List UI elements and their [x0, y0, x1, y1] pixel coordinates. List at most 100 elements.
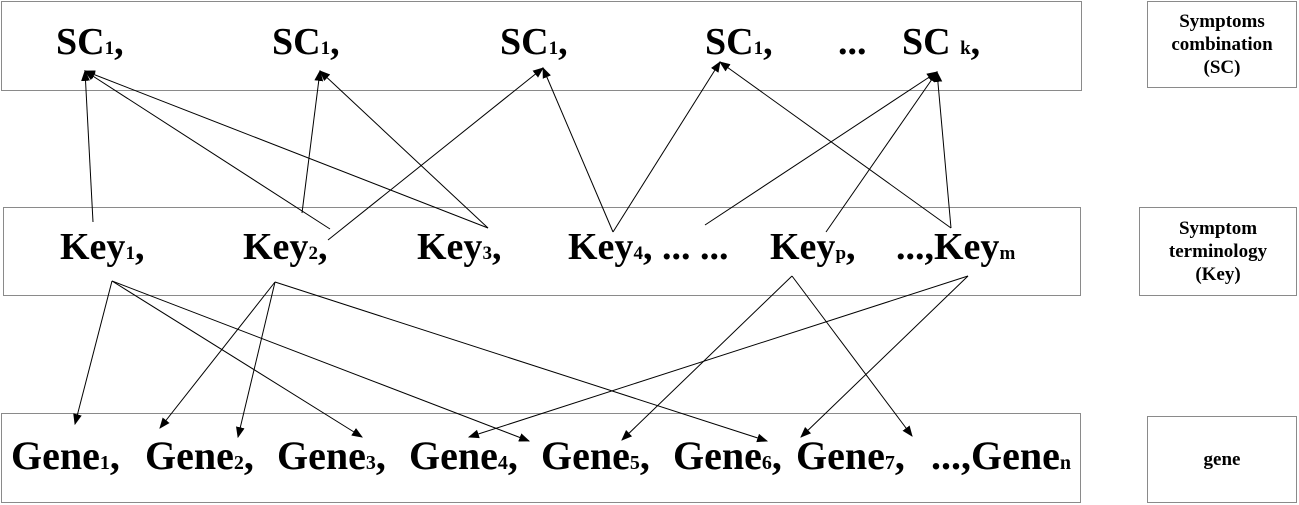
key-node-suffix: ,	[317, 226, 328, 268]
gene-node-base: Gene	[409, 433, 498, 478]
sc-node-base: SC	[500, 21, 549, 63]
gene-node-sub: 2	[233, 452, 244, 474]
gene-node-suffix: ,	[109, 433, 120, 478]
gene-node-suffix: ,	[639, 433, 650, 478]
sc-node-base: SC	[272, 21, 321, 63]
key-label-line2: terminology	[1168, 241, 1268, 262]
key-node-base: Key	[417, 226, 483, 268]
arrow-key4-to-sc1d	[612, 61, 721, 233]
sc-node-sub: 1	[104, 38, 115, 59]
key-node-base: Key	[934, 226, 1000, 268]
key-node-1: Key1,	[60, 225, 144, 269]
key-node-sub: m	[999, 243, 1016, 264]
gene-node-base: Gene	[971, 433, 1060, 478]
key-node-2: Key2,	[243, 225, 327, 269]
arrow-key3-to-sc1a	[83, 70, 489, 229]
arrow-key4-to-sck	[704, 71, 938, 226]
sc-node-base: ...	[838, 21, 867, 63]
gene-node-suffix: ,	[375, 433, 386, 478]
gene-node-sub: 1	[99, 452, 110, 474]
arrow-key1-to-gene1	[73, 280, 113, 426]
sc-node-base: SC	[902, 21, 961, 63]
key-node-p: Keyp,	[770, 225, 856, 269]
arrow-key2-to-gene6	[274, 281, 769, 443]
gene-node-base: Gene	[277, 433, 366, 478]
sc-ellipsis: ...	[838, 20, 867, 64]
sc-layer-label: Symptoms combination (SC)	[1147, 1, 1297, 88]
sc-node-1a: SC1,	[56, 20, 124, 64]
sc-node-base: SC	[56, 21, 105, 63]
sc-node-1b: SC1,	[272, 20, 340, 64]
sc-node-sub: 1	[753, 38, 764, 59]
key-label-line1: Symptom	[1178, 218, 1258, 239]
gene-node-sub: 5	[629, 452, 640, 474]
key-layer-label: Symptom terminology (Key)	[1139, 207, 1297, 296]
sc-label-line2: combination	[1171, 34, 1273, 55]
gene-node-7: Gene7,	[796, 432, 905, 479]
arrow-key2-to-sc1c	[327, 67, 544, 241]
key-node-suffix: ,	[846, 226, 856, 268]
gene-node-base: Gene	[145, 433, 234, 478]
gene-node-sub: 3	[365, 452, 376, 474]
key-node-suffix: , ... ...	[642, 226, 729, 268]
key-node-base: Key	[770, 226, 836, 268]
key-node-sub: 4	[633, 243, 643, 264]
sc-node-suffix: ,	[558, 21, 568, 63]
arrow-keym-to-sc1d	[719, 61, 952, 229]
gene-node-sub: 4	[497, 452, 508, 474]
sc-node-suffix: ,	[763, 21, 773, 63]
key-node-m: ...,Keym	[896, 225, 1015, 269]
gene-node-4: Gene4,	[409, 432, 518, 479]
gene-layer-label: gene	[1147, 416, 1297, 503]
sc-node-suffix: ,	[114, 21, 124, 63]
arrow-key1-to-gene5	[111, 280, 531, 442]
key-node-suffix: ,	[491, 226, 502, 268]
key-node-sub: 1	[125, 243, 135, 264]
gene-node-prefix: ...,	[931, 433, 971, 478]
arrow-key2-to-gene2	[159, 281, 276, 429]
sc-node-1c: SC1,	[500, 20, 568, 64]
key-node-sub: 3	[482, 243, 492, 264]
key-node-sub: 2	[308, 243, 318, 264]
gene-node-sub: 7	[884, 452, 895, 474]
gene-node-n: ...,Genen	[931, 432, 1071, 479]
key-node-4: Key4, ... ...	[568, 225, 728, 269]
gene-node-base: Gene	[673, 433, 762, 478]
arrow-key2-to-sc1b	[301, 69, 324, 214]
gene-layer-band	[1, 413, 1081, 503]
gene-node-base: Gene	[796, 433, 885, 478]
gene-node-sub: n	[1059, 452, 1071, 474]
arrow-key1-to-gene3	[111, 280, 363, 438]
arrow-key2-to-gene2b	[236, 281, 276, 439]
sc-node-sub: 1	[320, 38, 331, 59]
sc-label-line3: (SC)	[1203, 57, 1241, 78]
arrow-keyp-to-gene7	[791, 275, 913, 437]
sc-node-sub: k	[960, 38, 971, 59]
arrow-keym-to-gene4	[467, 275, 969, 439]
arrow-key1-to-sc1a	[81, 69, 94, 223]
key-node-base: Key	[60, 226, 126, 268]
sc-node-suffix: ,	[330, 21, 340, 63]
key-node-base: Key	[568, 226, 634, 268]
key-node-3: Key3,	[417, 225, 501, 269]
arrow-keyp-to-sck	[825, 71, 938, 233]
key-node-suffix: ,	[134, 226, 145, 268]
gene-node-suffix: ,	[507, 433, 518, 478]
gene-node-1: Gene1,	[11, 432, 120, 479]
gene-node-suffix: ,	[894, 433, 905, 478]
arrow-keym-to-gene6b	[800, 275, 969, 438]
sc-node-base: SC	[705, 21, 754, 63]
arrow-keyp-to-gene5	[621, 275, 793, 441]
sc-node-k: SC k,	[902, 20, 980, 64]
gene-node-sub: 6	[761, 452, 772, 474]
gene-node-suffix: ,	[771, 433, 782, 478]
gene-node-3: Gene3,	[277, 432, 386, 479]
arrow-keym-to-sck	[933, 70, 952, 229]
gene-label-line1: gene	[1203, 449, 1241, 470]
gene-node-6: Gene6,	[673, 432, 782, 479]
gene-node-base: Gene	[541, 433, 630, 478]
gene-node-5: Gene5,	[541, 432, 650, 479]
key-label-line3: (Key)	[1195, 264, 1241, 285]
